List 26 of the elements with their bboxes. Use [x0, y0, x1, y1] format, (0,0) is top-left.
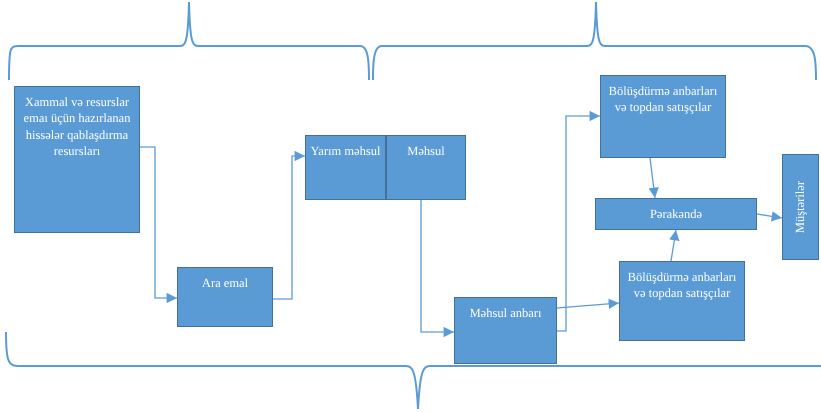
arrow [420, 200, 454, 338]
process-box [595, 198, 757, 230]
box-label: Bölüşdürmə anbarları və topdan satışçılar [626, 269, 738, 302]
box-label: Məhsul anbarı [470, 305, 542, 322]
arrow [756, 211, 782, 222]
box-label: Yarım məhsul [310, 143, 380, 160]
arrow [556, 298, 620, 310]
process-box [14, 86, 140, 233]
process-box [782, 154, 819, 260]
process-box [386, 135, 466, 200]
process-box [619, 261, 745, 341]
box-label: Ara emal [202, 275, 248, 292]
arrow [648, 158, 659, 198]
process-box [454, 297, 557, 364]
arrow [273, 150, 305, 300]
box-label: Bölüşdürmə anbarları və topdan satışçılar [608, 83, 718, 116]
box-label: Məhsul [407, 143, 445, 160]
arrow [669, 230, 680, 262]
box-label: Müştərilər [792, 180, 808, 234]
process-box [600, 75, 726, 158]
box-label: Pərakəndə [650, 206, 702, 222]
process-box [305, 135, 386, 200]
arrow [557, 110, 600, 332]
arrow [140, 146, 177, 304]
box-label: Xammal və resurslar emaı üçün hazırlanan hissələr qablaşdırma resursları [22, 94, 132, 159]
process-box [177, 267, 273, 327]
